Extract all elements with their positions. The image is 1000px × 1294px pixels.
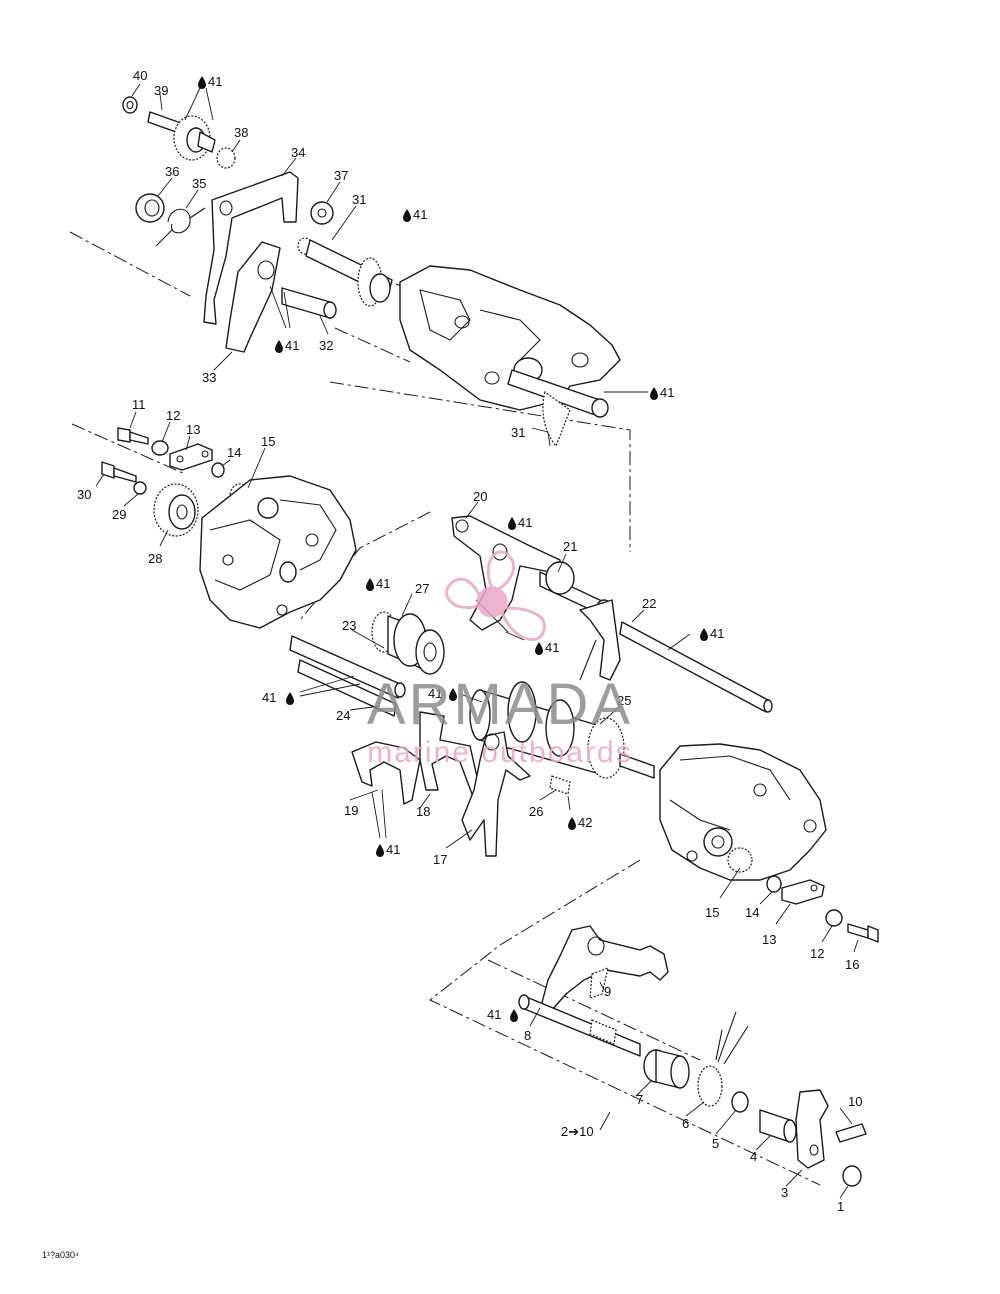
callout-13: 13 [186,422,200,437]
watermark-tagline: marine outboards [367,736,632,769]
callout-31: 31 [511,425,525,440]
drop-icon [568,817,576,830]
watermark-brand: ARMADA [367,672,633,737]
callout-2-to-10: 2➔10 [561,1124,594,1139]
propeller-logo-icon [445,550,546,642]
callout-9: 9 [604,984,611,999]
lubricant-drop-icons [198,76,708,1022]
callout-41: 41 [428,686,442,701]
callout-36: 36 [165,164,179,179]
kickstart-shaft-assembly [122,96,621,448]
callout-10: 10 [848,1094,862,1109]
callout-38: 38 [234,125,248,140]
callout-41: 41 [518,515,532,530]
callout-39: 39 [154,83,168,98]
callout-14: 14 [745,905,759,920]
leaders-bottom [529,981,853,1199]
callout-32: 32 [319,338,333,353]
armada-watermark: ARMADA marine outboards [367,550,633,769]
callout-23: 23 [342,618,356,633]
callout-1: 1 [837,1199,844,1214]
callout-13: 13 [762,932,776,947]
callout-26: 26 [529,804,543,819]
drop-icon [376,844,384,857]
callout-35: 35 [192,176,206,191]
leaders-mid-left [95,411,266,547]
callout-41: 41 [285,338,299,353]
shift-lever-bottom-assembly [518,925,867,1187]
callout-12: 12 [166,408,180,423]
callout-28: 28 [148,551,162,566]
callout-21: 21 [563,539,577,554]
callout-27: 27 [415,581,429,596]
callout-25: 25 [617,693,631,708]
callout-labels: 40 39 41 38 36 35 34 37 31 41 41 32 33 4… [42,68,862,1260]
drop-icon [198,76,206,89]
callout-15: 15 [705,905,719,920]
callout-20: 20 [473,489,487,504]
callout-41: 41 [545,640,559,655]
callout-29: 29 [112,507,126,522]
callout-41: 41 [386,842,400,857]
callout-33: 33 [202,370,216,385]
callout-31: 31 [352,192,366,207]
callout-41: 41 [262,690,276,705]
drop-icon [286,692,294,705]
drop-icon [508,517,516,530]
drop-icon [275,340,283,353]
figure-code: 1¹?a030⁴ [42,1250,79,1260]
callout-17: 17 [433,852,447,867]
callout-11: 11 [132,397,146,412]
callout-18: 18 [416,804,430,819]
callout-14: 14 [227,445,241,460]
leaders-top [131,83,648,447]
callout-19: 19 [344,803,358,818]
callout-41: 41 [487,1007,501,1022]
crankcase-right-assembly [659,743,879,943]
callout-15: 15 [261,434,275,449]
drop-icon [700,628,708,641]
drop-icon [403,209,411,222]
callout-12: 12 [810,946,824,961]
callout-5: 5 [712,1136,719,1151]
callout-34: 34 [291,145,305,160]
callout-7: 7 [636,1092,643,1107]
drop-icon [510,1009,518,1022]
callout-40: 40 [133,68,147,83]
callout-16: 16 [845,957,859,972]
shift-drum-fork-assembly [289,515,773,857]
callout-30: 30 [77,487,91,502]
callout-22: 22 [642,596,656,611]
callout-41: 41 [413,207,427,222]
callout-42: 42 [578,815,592,830]
leaders-right [719,867,859,953]
callout-4: 4 [750,1149,757,1164]
drop-icon [366,578,374,591]
alignment-lines [69,231,821,1186]
drop-icon [449,688,457,701]
callout-6: 6 [682,1116,689,1131]
callout-8: 8 [524,1028,531,1043]
callout-24: 24 [336,708,350,723]
shift-shaft-left-assembly [101,427,357,629]
callout-37: 37 [334,168,348,183]
callout-41: 41 [660,385,674,400]
callout-41: 41 [710,626,724,641]
callout-41: 41 [376,576,390,591]
drop-icon [650,387,658,400]
drop-icon [535,642,543,655]
callout-41: 41 [208,74,222,89]
callout-3: 3 [781,1185,788,1200]
